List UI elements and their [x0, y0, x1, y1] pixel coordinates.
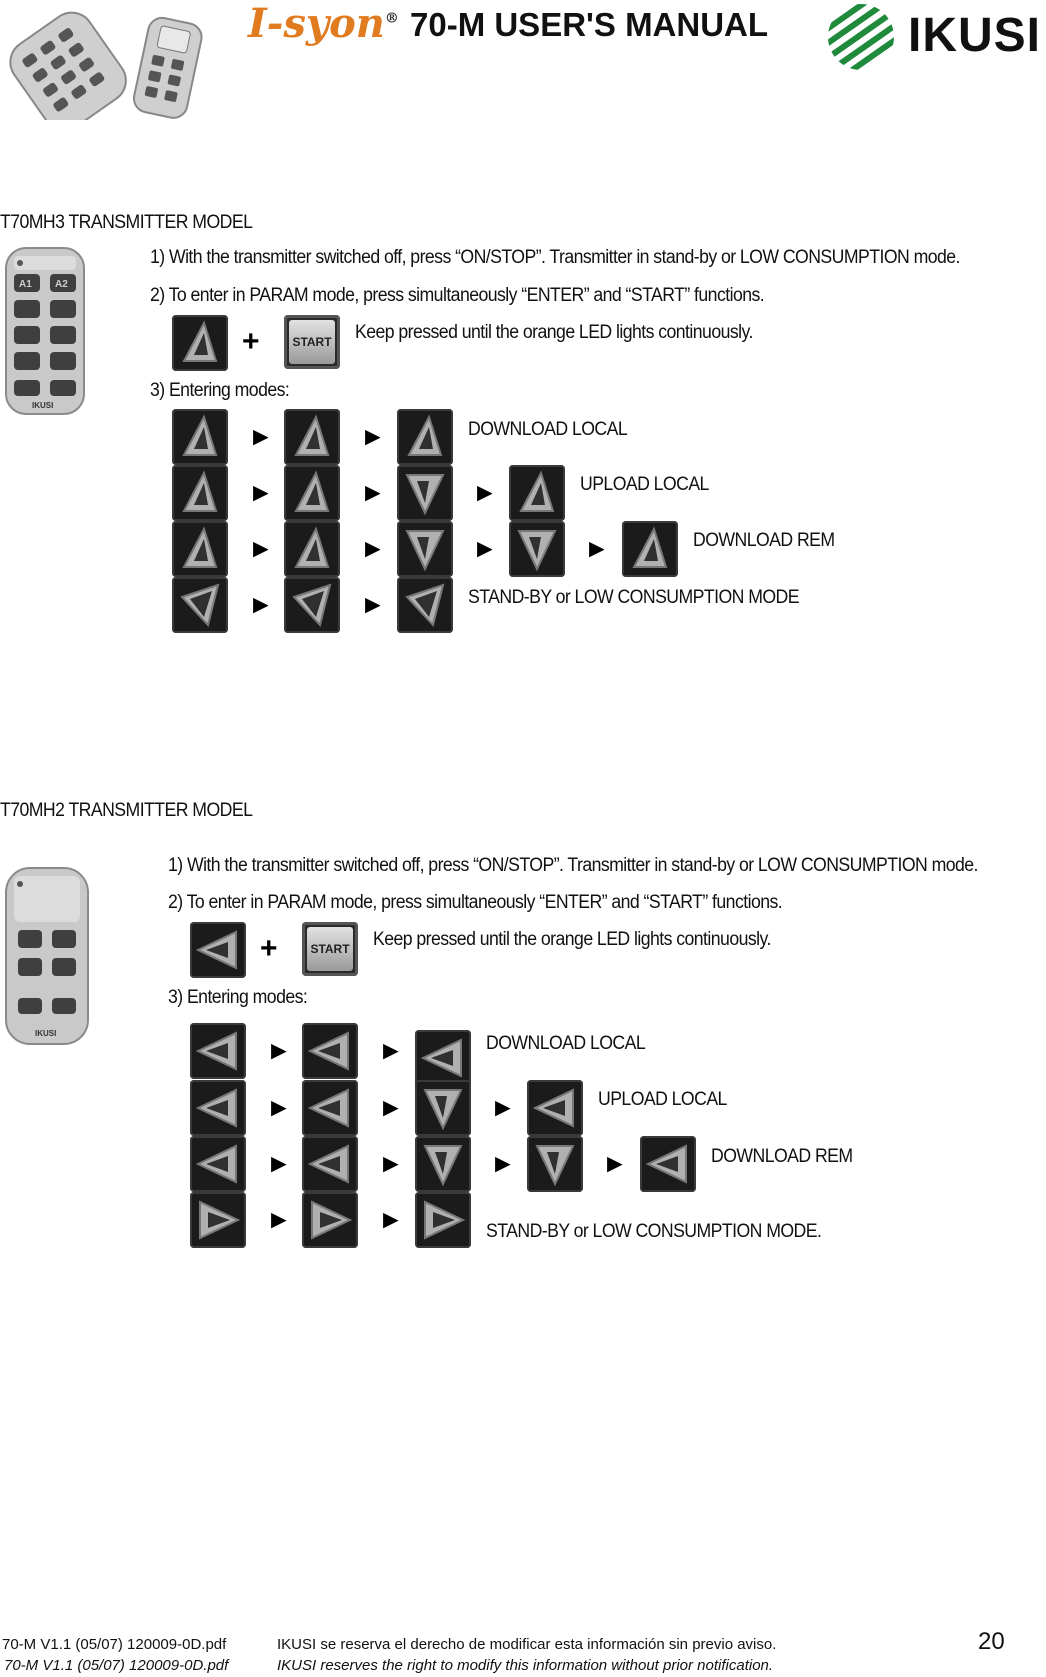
- up-arrow-button-icon: [172, 409, 228, 465]
- up-arrow-button-icon: [397, 409, 453, 465]
- tilt-arrow-button-icon: [397, 577, 453, 633]
- sequence-arrow: ►: [360, 421, 386, 451]
- right-arrow-button-icon: [302, 1192, 358, 1248]
- sequence-arrow: ►: [266, 1148, 292, 1178]
- left-arrow-button-icon: [302, 1080, 358, 1136]
- footer-note-en: IKUSI reserves the right to modify this …: [277, 1657, 774, 1674]
- t70mh3-mode-upload-local: UPLOAD LOCAL: [580, 474, 709, 495]
- tilt-arrow-button-icon: [284, 577, 340, 633]
- down-arrow-button-icon: [415, 1136, 471, 1192]
- left-arrow-button-icon: [302, 1023, 358, 1079]
- footer-doc-id: 70-M V1.1 (05/07) 120009-0D.pdf: [2, 1636, 227, 1653]
- up-arrow-button-icon: [172, 521, 228, 577]
- remote-key-a2: A2: [55, 279, 68, 290]
- sequence-arrow: ►: [378, 1148, 404, 1178]
- left-arrow-button-icon: [302, 1136, 358, 1192]
- sequence-arrow: ►: [378, 1035, 404, 1065]
- left-arrow-button-icon: [415, 1030, 471, 1086]
- down-arrow-button-icon: [509, 521, 565, 577]
- sequence-arrow: ►: [490, 1148, 516, 1178]
- sequence-arrow: ►: [472, 533, 498, 563]
- remote-handsets-image: [9, 11, 203, 120]
- remote-brand-text: IKUSI: [35, 1029, 56, 1038]
- sequence-arrow: ►: [490, 1092, 516, 1122]
- ikusi-logo-icon: [828, 4, 894, 70]
- plus-sign: +: [260, 932, 278, 965]
- down-arrow-button-icon: [527, 1136, 583, 1192]
- section-title-t70mh2: T70MH2 TRANSMITTER MODEL: [0, 800, 253, 821]
- sequence-arrow: ►: [378, 1092, 404, 1122]
- t70mh3-step-3: 3) Entering modes:: [150, 380, 290, 401]
- t70mh2-mode-download-local: DOWNLOAD LOCAL: [486, 1033, 646, 1054]
- sequence-arrow: ►: [266, 1092, 292, 1122]
- t70mh3-remote-image: A1 A2 IKUSI: [5, 247, 85, 415]
- t70mh2-remote-image: IKUSI: [5, 867, 89, 1045]
- manual-title: 70-M USER'S MANUAL: [410, 6, 769, 43]
- t70mh3-mode-download-local: DOWNLOAD LOCAL: [468, 419, 628, 440]
- right-arrow-button-icon: [415, 1192, 471, 1248]
- sequence-arrow: ►: [248, 477, 274, 507]
- start-button-icon: START: [284, 315, 340, 369]
- section-title-t70mh3: T70MH3 TRANSMITTER MODEL: [0, 212, 253, 233]
- up-arrow-button-icon: [172, 465, 228, 521]
- tilt-arrow-button-icon: [172, 577, 228, 633]
- sequence-arrow: ►: [248, 533, 274, 563]
- left-arrow-button-icon: [527, 1080, 583, 1136]
- start-button-icon: START: [302, 922, 358, 976]
- sequence-arrow: ►: [360, 589, 386, 619]
- up-arrow-button-icon: [622, 521, 678, 577]
- left-arrow-button-icon: [190, 1136, 246, 1192]
- brand-logo: I-syon®: [248, 0, 399, 47]
- sequence-arrow: ►: [360, 477, 386, 507]
- remote-key-a1: A1: [19, 279, 32, 290]
- left-arrow-button-icon: [640, 1136, 696, 1192]
- sequence-arrow: ►: [266, 1204, 292, 1234]
- t70mh2-step-3: 3) Entering modes:: [168, 987, 308, 1008]
- t70mh2-mode-standby: STAND-BY or LOW CONSUMPTION MODE.: [486, 1221, 822, 1242]
- sequence-arrow: ►: [602, 1148, 628, 1178]
- sequence-arrow: ►: [266, 1035, 292, 1065]
- sequence-arrow: ►: [472, 477, 498, 507]
- sequence-arrow: ►: [248, 589, 274, 619]
- t70mh2-mode-upload-local: UPLOAD LOCAL: [598, 1089, 727, 1110]
- remote-brand-text: IKUSI: [32, 401, 53, 410]
- page-number: 20: [978, 1628, 1005, 1655]
- t70mh2-step-1: 1) With the transmitter switched off, pr…: [168, 855, 978, 876]
- footer-note-es: IKUSI se reserva el derecho de modificar…: [277, 1636, 777, 1653]
- t70mh2-mode-download-rem: DOWNLOAD REM: [711, 1146, 853, 1167]
- sequence-arrow: ►: [378, 1204, 404, 1234]
- down-arrow-button-icon: [397, 465, 453, 521]
- t70mh3-step-1: 1) With the transmitter switched off, pr…: [150, 247, 960, 268]
- right-arrow-button-icon: [190, 1192, 246, 1248]
- t70mh3-step-2: 2) To enter in PARAM mode, press simulta…: [150, 285, 765, 306]
- t70mh3-mode-standby: STAND-BY or LOW CONSUMPTION MODE: [468, 587, 800, 608]
- t70mh3-mode-download-rem: DOWNLOAD REM: [693, 530, 835, 551]
- left-arrow-button-icon: [190, 922, 246, 978]
- plus-sign: +: [242, 325, 260, 358]
- sequence-arrow: ►: [248, 421, 274, 451]
- t70mh2-step-2: 2) To enter in PARAM mode, press simulta…: [168, 892, 783, 913]
- left-arrow-button-icon: [190, 1080, 246, 1136]
- up-arrow-button-icon: [284, 465, 340, 521]
- enter-button-icon: [172, 315, 228, 371]
- sequence-arrow: ►: [584, 533, 610, 563]
- down-arrow-button-icon: [415, 1080, 471, 1136]
- down-arrow-button-icon: [397, 521, 453, 577]
- up-arrow-button-icon: [509, 465, 565, 521]
- up-arrow-button-icon: [284, 521, 340, 577]
- left-arrow-button-icon: [190, 1023, 246, 1079]
- t70mh3-keep-pressed: Keep pressed until the orange LED lights…: [355, 322, 753, 343]
- sequence-arrow: ►: [360, 533, 386, 563]
- footer-doc-id-italic: 70-M V1.1 (05/07) 120009-0D.pdf: [4, 1657, 229, 1674]
- up-arrow-button-icon: [284, 409, 340, 465]
- ikusi-logo-text: IKUSI: [908, 9, 1042, 62]
- t70mh2-keep-pressed: Keep pressed until the orange LED lights…: [373, 929, 771, 950]
